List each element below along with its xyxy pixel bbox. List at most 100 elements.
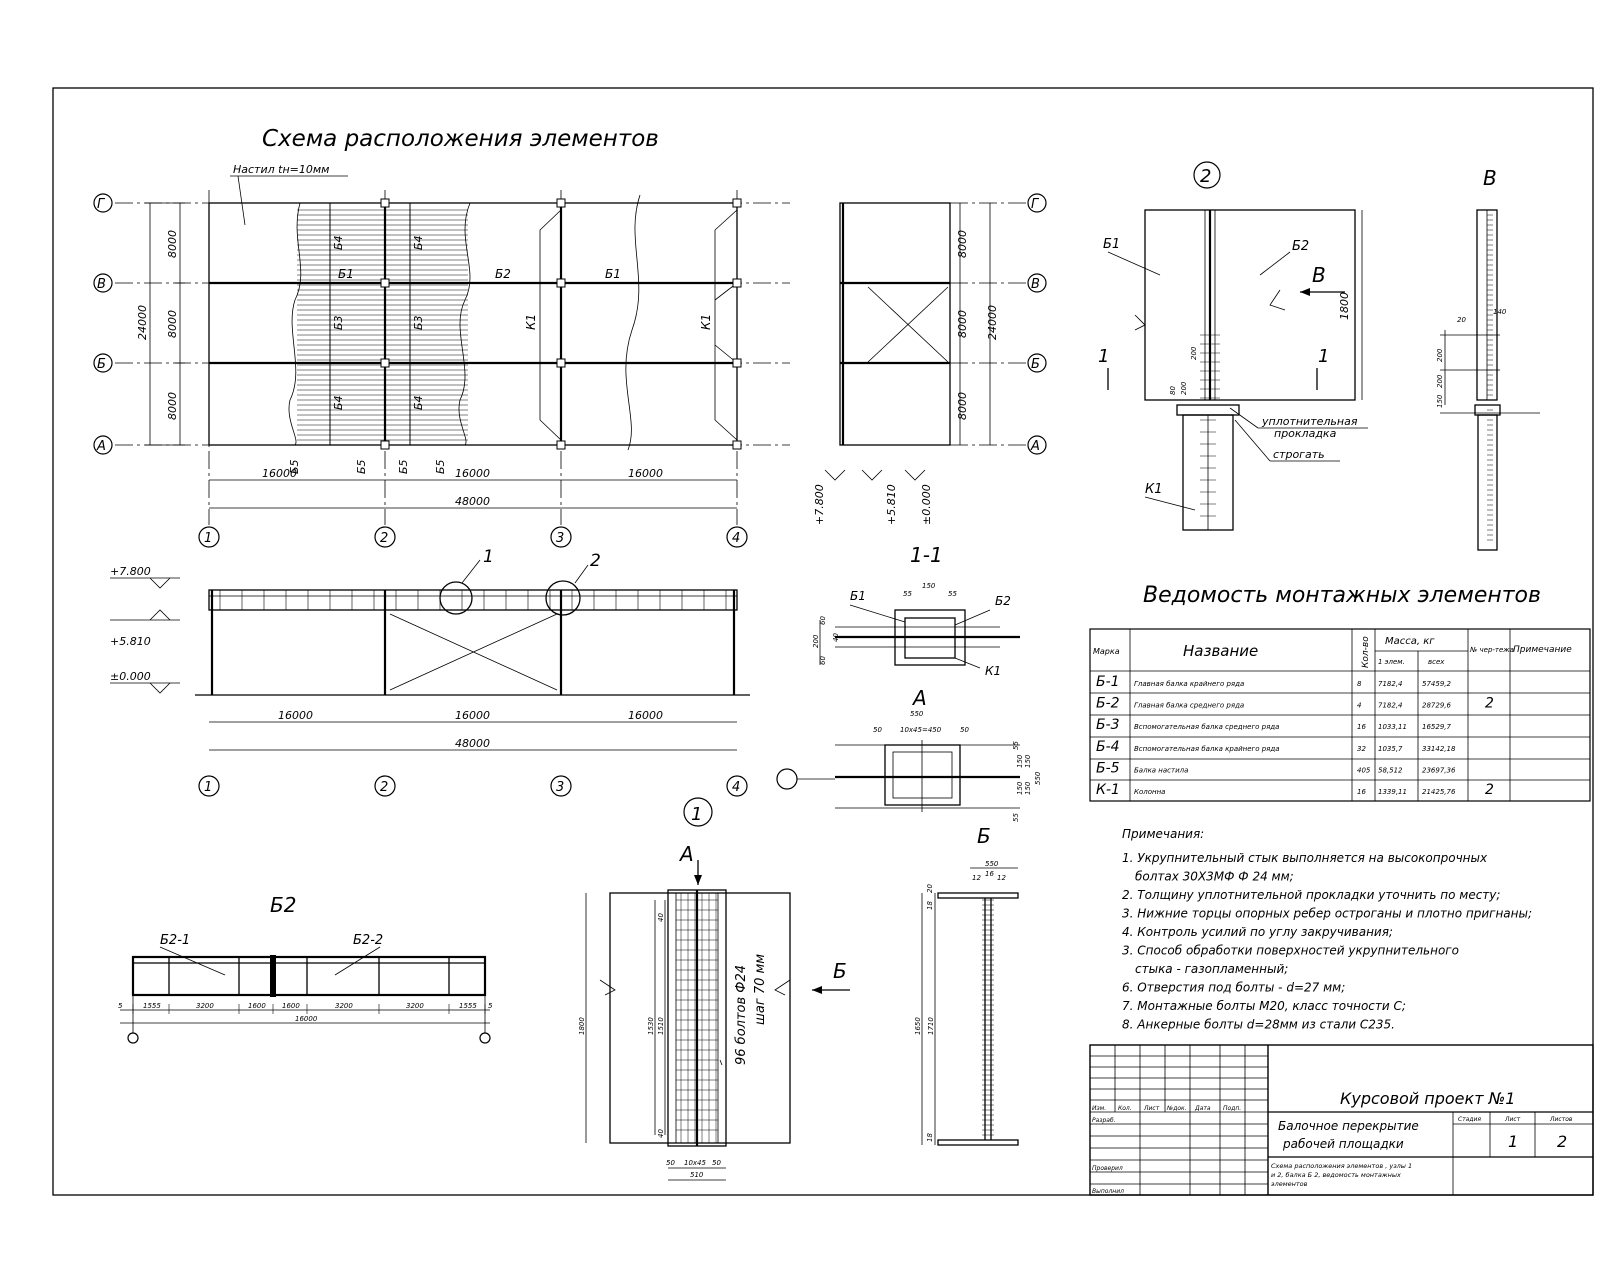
dim-text: 150 (1016, 754, 1024, 768)
dim-text: 40 (832, 633, 840, 642)
dim-text: 550 (985, 860, 999, 868)
view-b-upper: В 20 140 200 200 150 (1436, 166, 1540, 551)
side-view: 8000 8000 8000 24000 Г В Б А +7.800 +5.8… (813, 193, 1047, 525)
beam-label: Б4 (332, 395, 345, 410)
member-label: Б1 (1103, 237, 1120, 252)
axis-bubble-label: Г (1031, 197, 1040, 212)
beam-label: Б2 (495, 267, 511, 281)
dim-text: 1555 (459, 1002, 477, 1010)
dim-text: 150 (1016, 781, 1024, 795)
axis-bubble-label: 4 (732, 531, 740, 546)
axis-bubble-label: В (1031, 277, 1040, 292)
tb-col-head: Кол. (1118, 1105, 1132, 1112)
axis-bubble-label: 3 (556, 531, 564, 546)
dim-text: 50 (960, 726, 969, 734)
table-cell: 57459,2 (1422, 680, 1451, 688)
dim-text: 55 (948, 590, 957, 598)
tb-role: Разраб. (1092, 1117, 1116, 1124)
dim-text: 1530 (647, 1017, 655, 1035)
table-cell: 33142,18 (1422, 745, 1456, 753)
beam-label: Б3 (412, 315, 425, 330)
view-title: В (1483, 166, 1497, 190)
axis-bubble-label: Г (97, 197, 106, 212)
dim-text: 12 (972, 874, 981, 882)
dim-text: 1800 (1338, 292, 1351, 320)
dim-text: 20 (926, 884, 934, 893)
section-1-1: 1-1 Б1 Б2 К1 55 150 55 60 200 60 40 (812, 543, 1020, 678)
beam-label: Б4 (412, 235, 425, 250)
dim-text: 3200 (196, 1002, 214, 1010)
column-header: Кол-во (1361, 636, 1371, 668)
table-cell: 2 (1485, 696, 1494, 712)
dim-text: 150 (1024, 754, 1032, 768)
view-title: А (911, 686, 927, 710)
elevation-view: 1 2 +7.800 +5.810 ±0.000 16000 16000 160… (110, 547, 750, 797)
tb-col-head: Лист (1143, 1105, 1160, 1112)
dim-text: 1710 (927, 1017, 935, 1035)
tb-col-head: №док. (1166, 1105, 1187, 1112)
table-cell: Главная балка среднего ряда (1134, 702, 1244, 710)
member-label: Б2 (995, 594, 1011, 608)
bracing-label: К1 (699, 314, 713, 330)
dim-text: 8000 (956, 310, 969, 338)
tb-col-head: Подп. (1223, 1105, 1241, 1112)
table-cell: 28729,6 (1422, 702, 1451, 710)
dim-text: 150 (922, 582, 936, 590)
sheet-head: Лист (1504, 1116, 1521, 1123)
project-title: Курсовой проект №1 (1340, 1089, 1515, 1108)
axis-bubble-label: 3 (556, 780, 564, 795)
axis-bubble-label: В (97, 277, 106, 292)
table-cell: К-1 (1096, 782, 1120, 798)
beam-label: Б1 (338, 267, 354, 281)
dim-text: 5 (488, 1002, 493, 1010)
member-label: Б1 (850, 589, 866, 603)
dim-text: 20 (1457, 316, 1466, 324)
dim-text: 1510 (657, 1017, 665, 1035)
table-cell: 7182,4 (1378, 680, 1403, 688)
subject-line: рабочей площадки (1282, 1137, 1404, 1151)
dim-text: 16000 (455, 467, 490, 480)
node-callout-2: 2 (590, 551, 601, 571)
table-cell: 16 (1357, 788, 1366, 796)
callout-text: прокладка (1274, 427, 1337, 440)
dim-text: 50 (666, 1159, 675, 1167)
beam-title: Б2 (270, 893, 296, 917)
view-a: А 550 50 10х45=450 50 55 150 150 150 150… (776, 686, 1042, 822)
bolts-note: 96 болтов Ф24 (734, 965, 749, 1065)
dim-text: 16000 (628, 467, 663, 480)
table-cell: Б-3 (1096, 717, 1120, 733)
level-mark: ±0.000 (920, 484, 933, 525)
column-header: 1 элем. (1378, 658, 1405, 666)
sheet-description: Схема расположения элементов , узлы 1 (1271, 1162, 1412, 1170)
dim-text: 200 (1190, 346, 1198, 360)
decking-label: Настил tн=10мм (233, 163, 329, 176)
dim-text: 55 (903, 590, 912, 598)
dim-text: 1600 (282, 1002, 300, 1010)
sheets-head: Листов (1549, 1116, 1573, 1123)
dim-text: 10х45 (684, 1159, 707, 1167)
dim-text: 16000 (262, 467, 297, 480)
dim-text: 18 (926, 901, 934, 910)
axis-bubble-label: Б (1031, 357, 1040, 372)
table-cell: 8 (1357, 680, 1362, 688)
section-mark: 1 (1318, 346, 1329, 367)
schedule-title: Ведомость монтажных элементов (1143, 583, 1541, 608)
dim-text: 55 (1012, 741, 1020, 750)
beam-label: Б5 (355, 459, 368, 474)
sheet-description: и 2, балка Б 2, ведомость монтажных (1271, 1171, 1401, 1179)
view-title: Б (977, 824, 991, 848)
table-cell: 1035,7 (1378, 745, 1403, 753)
node-title: 2 (1200, 166, 1211, 187)
table-cell: Б-2 (1096, 696, 1120, 712)
dim-text: 48000 (455, 737, 490, 750)
dim-text: 55 (1012, 813, 1020, 822)
beam-label: Б5 (397, 459, 410, 474)
dim-text: 140 (1493, 308, 1507, 316)
beam-label: Б1 (605, 267, 621, 281)
tb-role: Выполнил (1092, 1188, 1124, 1195)
pitch-note: шаг 70 мм (753, 954, 768, 1025)
bracing-label: К1 (524, 314, 538, 330)
dim-text: 200 (812, 634, 820, 648)
note-line: 6. Отверстия под болты - d=27 мм; (1122, 981, 1345, 995)
table-cell: Б-5 (1096, 760, 1120, 776)
